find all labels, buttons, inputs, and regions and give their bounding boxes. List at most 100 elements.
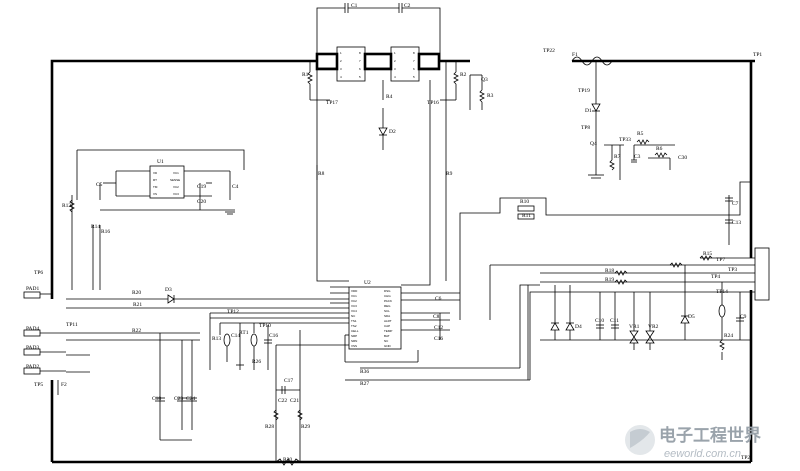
label-pad4: PAD4 — [26, 326, 39, 332]
watermark: 电子工程世界 eeworld.com.cn — [625, 425, 761, 460]
right-connector-section — [417, 195, 770, 380]
label-tp17: TP17 — [326, 100, 338, 106]
label-r4: R4 — [386, 94, 393, 100]
label-d1: D1 — [585, 108, 592, 114]
label-c14: C14 — [231, 333, 240, 339]
label-r6: R6 — [656, 146, 663, 152]
svg-text:CAP: CAP — [384, 324, 390, 328]
svg-text:7: 7 — [413, 59, 415, 63]
power-bus — [50, 59, 755, 464]
svg-text:VC1: VC1 — [351, 294, 357, 298]
sense-cluster — [209, 313, 530, 466]
label-d5: D5 — [688, 314, 695, 320]
label-u1: U1 — [157, 159, 164, 165]
svg-text:8: 8 — [359, 51, 361, 55]
r10-r11-link — [459, 181, 751, 293]
svg-text:VDD: VDD — [351, 289, 358, 293]
svg-text:CELL: CELL — [351, 329, 359, 333]
label-r11: R11 — [522, 213, 531, 219]
svg-text:VS: VS — [153, 192, 157, 196]
svg-text:REG: REG — [384, 304, 391, 308]
svg-text:NC: NC — [384, 339, 389, 343]
pads — [23, 291, 66, 375]
svg-text:5: 5 — [413, 75, 415, 79]
u1-block: VD RT TM VS VC1 SENSE VC2 VC3 — [76, 149, 245, 215]
svg-text:1: 1 — [394, 51, 396, 55]
label-r20: R20 — [132, 290, 141, 296]
label-tp10: TP10 — [259, 323, 271, 329]
label-c30: C30 — [678, 155, 687, 161]
label-c10: C10 — [595, 318, 604, 324]
label-c13: C13 — [732, 220, 741, 226]
label-r19: R19 — [605, 277, 614, 283]
label-r24: R24 — [724, 333, 733, 339]
label-c16b: C16 — [269, 333, 278, 339]
label-tp5: TP5 — [34, 382, 43, 388]
svg-text:4: 4 — [340, 75, 342, 79]
svg-text:8: 8 — [413, 51, 415, 55]
label-tp7: TP7 — [716, 257, 725, 263]
label-r7: R7 — [614, 154, 621, 160]
label-r2: R2 — [460, 72, 467, 78]
label-c3: C3 — [634, 154, 641, 160]
label-c12: C12 — [434, 325, 443, 331]
label-tp4: TP4 — [711, 274, 720, 280]
label-u2: U2 — [364, 280, 371, 286]
svg-text:ALRT: ALRT — [384, 319, 392, 323]
label-c20: C20 — [197, 199, 206, 205]
svg-text:NC: NC — [351, 314, 356, 318]
label-pad3: PAD3 — [26, 345, 39, 351]
svg-text:BAT: BAT — [384, 334, 390, 338]
label-tp11: TP11 — [66, 322, 78, 328]
svg-text:2: 2 — [394, 59, 396, 63]
label-tp14: TP14 — [716, 289, 728, 295]
label-c6: C6 — [435, 296, 442, 302]
label-tp16: TP16 — [427, 100, 439, 106]
label-c18: C18 — [152, 396, 161, 402]
label-pad1: PAD1 — [26, 286, 39, 292]
label-tp6: TP6 — [34, 270, 43, 276]
svg-text:SDA: SDA — [384, 314, 390, 318]
label-r26: R26 — [252, 359, 261, 365]
label-tp22: TP22 — [543, 48, 555, 54]
label-c24: C24 — [186, 396, 195, 402]
label-r18: R18 — [605, 268, 614, 274]
label-r22: R22 — [132, 328, 141, 334]
svg-text:TS1: TS1 — [351, 319, 357, 323]
watermark-cn: 电子工程世界 — [659, 425, 761, 445]
label-r28: R28 — [265, 424, 274, 430]
label-r5: R5 — [637, 131, 644, 137]
svg-text:VSS: VSS — [351, 344, 357, 348]
label-r16: R16 — [101, 229, 110, 235]
svg-text:VD: VD — [153, 171, 158, 175]
label-rt1: RT1 — [239, 330, 249, 336]
svg-text:3: 3 — [340, 67, 342, 71]
label-c4: C4 — [232, 184, 239, 190]
svg-text:GND: GND — [384, 344, 392, 348]
label-r30: R30 — [283, 457, 292, 463]
svg-text:2: 2 — [340, 59, 342, 63]
svg-text:TEMP: TEMP — [384, 329, 392, 333]
label-tp1: TP1 — [753, 52, 762, 58]
label-c9: C9 — [740, 314, 747, 320]
label-r12: R12 — [62, 203, 71, 209]
svg-text:VC3: VC3 — [351, 304, 357, 308]
label-vr2: VR2 — [648, 324, 659, 330]
label-c5: C5 — [96, 182, 103, 188]
label-vr1: VR1 — [629, 324, 640, 330]
label-r9: R9 — [446, 171, 453, 177]
svg-text:CHG: CHG — [384, 294, 391, 298]
svg-text:PACK: PACK — [384, 299, 392, 303]
label-r14: R14 — [91, 224, 100, 230]
label-r8: R8 — [318, 171, 325, 177]
svg-text:6: 6 — [413, 67, 415, 71]
label-tp8: TP8 — [581, 125, 590, 131]
label-q4: Q4 — [590, 141, 597, 147]
watermark-en: eeworld.com.cn — [664, 448, 741, 460]
label-tp19: TP19 — [578, 88, 590, 94]
svg-text:6: 6 — [359, 67, 361, 71]
label-c2: C2 — [404, 3, 411, 9]
